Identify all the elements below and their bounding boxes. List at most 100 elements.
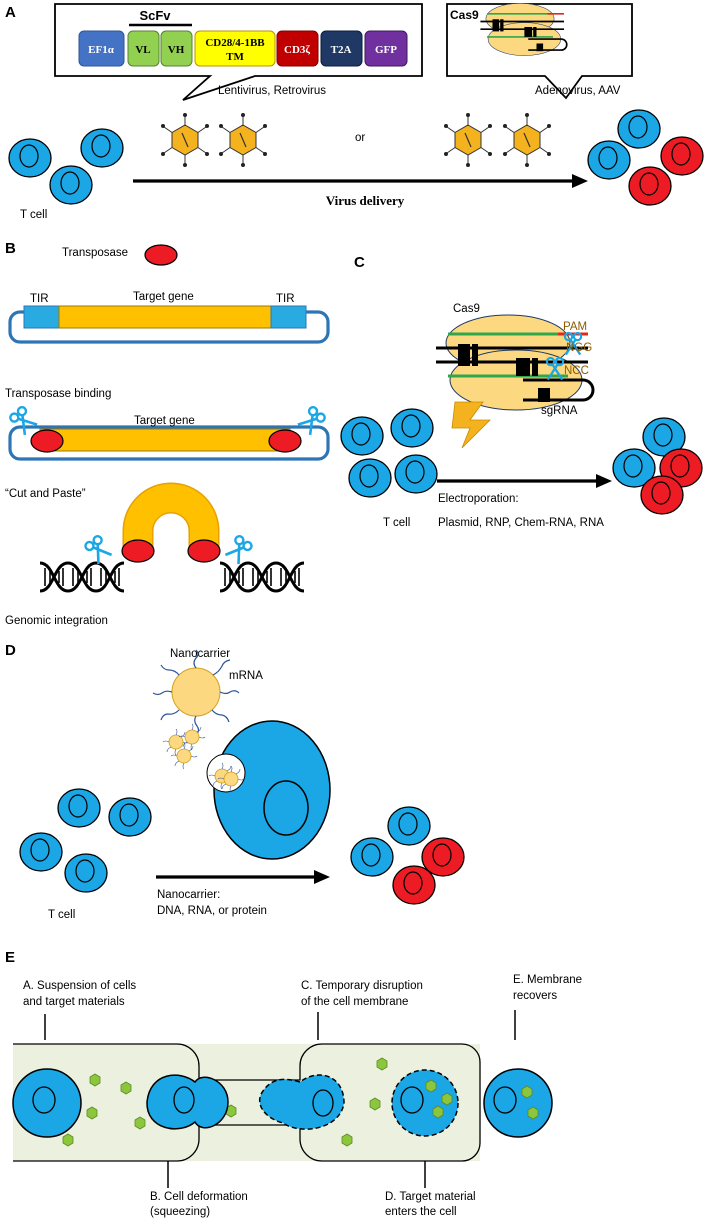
ncc-label: NCC: [564, 365, 589, 377]
transposase-icon: [121, 539, 155, 563]
t-cells-after-c: [612, 417, 703, 515]
nanocarrier-icon: [178, 723, 206, 751]
genomic-integration-label: Genomic integration: [5, 615, 108, 627]
segment-tm: [194, 30, 276, 67]
target-gene-block: [39, 428, 291, 452]
segment-vh-label: VH: [168, 44, 185, 56]
t-cell-icon: [19, 832, 63, 872]
step-c-label-2: of the cell membrane: [301, 996, 408, 1008]
t-cell-icon: [80, 128, 124, 168]
virus-icon: [443, 112, 493, 168]
t-cell-icon: [64, 853, 108, 893]
or-label: or: [355, 132, 365, 144]
tir-block: [270, 305, 307, 329]
virus-icon: [160, 112, 210, 168]
cell-stage-e: [483, 1068, 553, 1138]
small-nanocarriers: [162, 723, 206, 770]
cell-stage-c: [258, 1074, 345, 1130]
t-cells-before-c: [340, 408, 438, 498]
car-construct: EF1α VL VH CD28/4-1BB TM CD3ζ T2A GFP: [78, 30, 408, 67]
edited-cell-icon: [660, 136, 704, 176]
segment-ef1a-label: EF1α: [88, 44, 115, 56]
t-cell-label: T cell: [20, 209, 47, 221]
scissors-icon: [223, 533, 255, 566]
segment-gfp: [364, 30, 408, 67]
mrna-label: mRNA: [229, 670, 263, 682]
cas9-callout-label: Cas9: [450, 8, 479, 22]
cell-endocytosis: [206, 720, 331, 860]
segment-tm-label-2: TM: [226, 51, 244, 63]
cell-stage-d: [391, 1069, 459, 1137]
dna-helix-icon: [38, 561, 126, 593]
t-cell-icon: [8, 138, 52, 178]
transposase-icon: [144, 244, 178, 266]
cell-stage-a: [12, 1068, 82, 1138]
nanocarrier-method-detail: DNA, RNA, or protein: [157, 905, 267, 917]
scissors-icon: [82, 533, 114, 566]
tir-right-label: TIR: [276, 293, 295, 305]
step-e-label-1: E. Membrane: [513, 974, 582, 986]
transposase-icon: [187, 539, 221, 563]
electroporation-label: Electroporation:: [438, 493, 519, 505]
segment-tm-label-1: CD28/4-1BB: [205, 37, 265, 49]
step-b-label-2: (squeezing): [150, 1206, 210, 1218]
segment-cd3z: [276, 30, 319, 67]
step-d-label-2: enters the cell: [385, 1206, 457, 1218]
t-cells-after: [587, 109, 704, 206]
cell-stage-b: [146, 1074, 229, 1130]
segment-ef1a: [78, 30, 125, 67]
virus-icon: [502, 112, 552, 168]
step-a-label-1: A. Suspension of cells: [23, 980, 136, 992]
t-cell-icon: [587, 140, 631, 180]
step-d-label-1: D. Target material: [385, 1191, 476, 1203]
t-cell-icon: [387, 806, 431, 846]
segment-t2a: [320, 30, 363, 67]
tir-block: [23, 305, 60, 329]
sgrna-label: sgRNA: [541, 405, 578, 417]
step-c-label-1: C. Temporary disruption: [301, 980, 423, 992]
t-cell-icon: [340, 416, 384, 456]
t-cell-icon: [108, 797, 152, 837]
t-cell-icon: [390, 408, 434, 448]
t-cell-label-d: T cell: [48, 909, 75, 921]
t-cell-label-c: T cell: [383, 517, 410, 529]
target-gene-label-1: Target gene: [133, 291, 194, 303]
lightning-icon: [451, 401, 491, 449]
t-cells-before-d: [19, 788, 152, 893]
step-b-label-1: B. Cell deformation: [150, 1191, 248, 1203]
segment-gfp-label: GFP: [375, 44, 397, 56]
t-cells-before: [8, 128, 124, 205]
pam-label: PAM: [563, 321, 587, 333]
transposase-icon: [30, 429, 64, 453]
cas9-callout: [446, 2, 633, 100]
transposase-label: Transposase: [62, 247, 128, 259]
cas9-label: Cas9: [453, 303, 480, 315]
plasmid-1: [8, 305, 330, 344]
transposase-icon: [268, 429, 302, 453]
segment-vl-label: VL: [135, 44, 150, 56]
vectors-left-label: Lentivirus, Retrovirus: [218, 85, 326, 97]
genomic-integration-illustration: [38, 482, 306, 593]
t-cell-icon: [57, 788, 101, 828]
panel-e-label: E: [5, 949, 15, 966]
virus-icon: [218, 112, 268, 168]
vectors-right-label: Adenovirus, AAV: [535, 85, 621, 97]
ngg-label: NGG: [566, 342, 592, 354]
electroporation-methods: Plasmid, RNP, Chem-RNA, RNA: [438, 517, 604, 529]
t-cell-icon: [394, 454, 438, 494]
scfv-label: ScFv: [139, 8, 171, 23]
t-cells-after-d: [350, 806, 465, 905]
nanocarrier-arrow: [156, 870, 330, 884]
panel-c-label: C: [354, 254, 365, 271]
electroporation-arrow: [437, 474, 612, 488]
nanocarrier-icon: [152, 649, 240, 735]
dna-helix-icon: [218, 561, 306, 593]
tir-left-label: TIR: [30, 293, 49, 305]
panel-b-label: B: [5, 240, 16, 257]
cut-and-paste-label: “Cut and Paste”: [5, 488, 86, 500]
nanocarrier-method-label: Nanocarrier:: [157, 889, 220, 901]
t-cell-icon: [348, 458, 392, 498]
edited-cell-icon: [392, 865, 436, 905]
segment-vl: [127, 30, 160, 67]
